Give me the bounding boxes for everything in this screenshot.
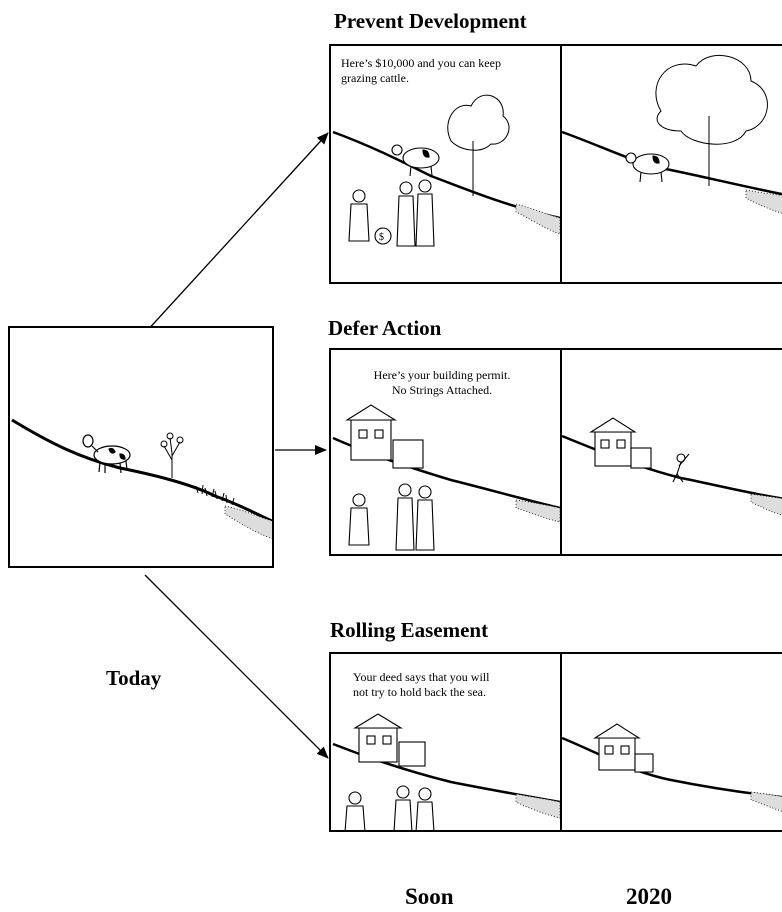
figure-with-shovel-icon <box>672 453 690 483</box>
large-tree-icon <box>655 54 768 186</box>
house-icon <box>353 713 426 767</box>
today-panel <box>8 326 274 568</box>
people-icon <box>348 483 435 551</box>
defer-action-caption: Here’s your building permit. No Strings … <box>347 368 537 398</box>
people-icon: $ <box>348 179 435 247</box>
cow-icon <box>391 144 440 177</box>
house-icon <box>345 404 424 469</box>
sapling-icon <box>160 432 184 478</box>
rolling-easement-caption-line1: Your deed says that you will <box>353 670 490 684</box>
panel-divider <box>560 350 562 554</box>
defer-action-caption-line1: Here’s your building permit. <box>373 368 511 382</box>
svg-text:$: $ <box>379 232 384 243</box>
tree-icon <box>447 94 510 196</box>
prevent-development-scenes: $ <box>332 54 782 247</box>
cow-icon <box>625 152 670 183</box>
arrow-to-rolling-easement <box>144 574 329 759</box>
cow-icon <box>82 434 131 474</box>
defer-action-scenes <box>332 404 782 551</box>
soon-label: Soon <box>405 884 454 909</box>
panel-divider <box>560 654 562 830</box>
today-scene <box>11 418 272 539</box>
prevent-development-panel: Here’s $10,000 and you can keep grazing … <box>329 44 782 284</box>
prevent-development-caption: Here’s $10,000 and you can keep grazing … <box>341 56 501 85</box>
scenario-title-rolling-easement: Rolling Easement <box>330 618 489 642</box>
future-year-label: 2020 <box>626 884 672 909</box>
today-label: Today <box>106 666 162 690</box>
rolling-easement-panel: Your deed says that you will not try to … <box>329 652 782 832</box>
rolling-easement-caption-line2: not try to hold back the sea. <box>353 685 486 699</box>
rolling-easement-scenes <box>332 713 782 830</box>
scenario-title-defer-action: Defer Action <box>328 316 442 340</box>
house-icon <box>589 417 652 469</box>
arrow-to-prevent-development <box>144 132 329 334</box>
defer-action-caption-line2: No Strings Attached. <box>391 383 493 397</box>
people-icon <box>344 785 435 830</box>
rolling-easement-caption: Your deed says that you will not try to … <box>353 670 553 700</box>
defer-action-panel: Here’s your building permit. No Strings … <box>329 348 782 556</box>
house-icon <box>593 723 654 773</box>
panel-divider <box>560 46 562 282</box>
scenario-title-prevent-development: Prevent Development <box>334 9 527 33</box>
